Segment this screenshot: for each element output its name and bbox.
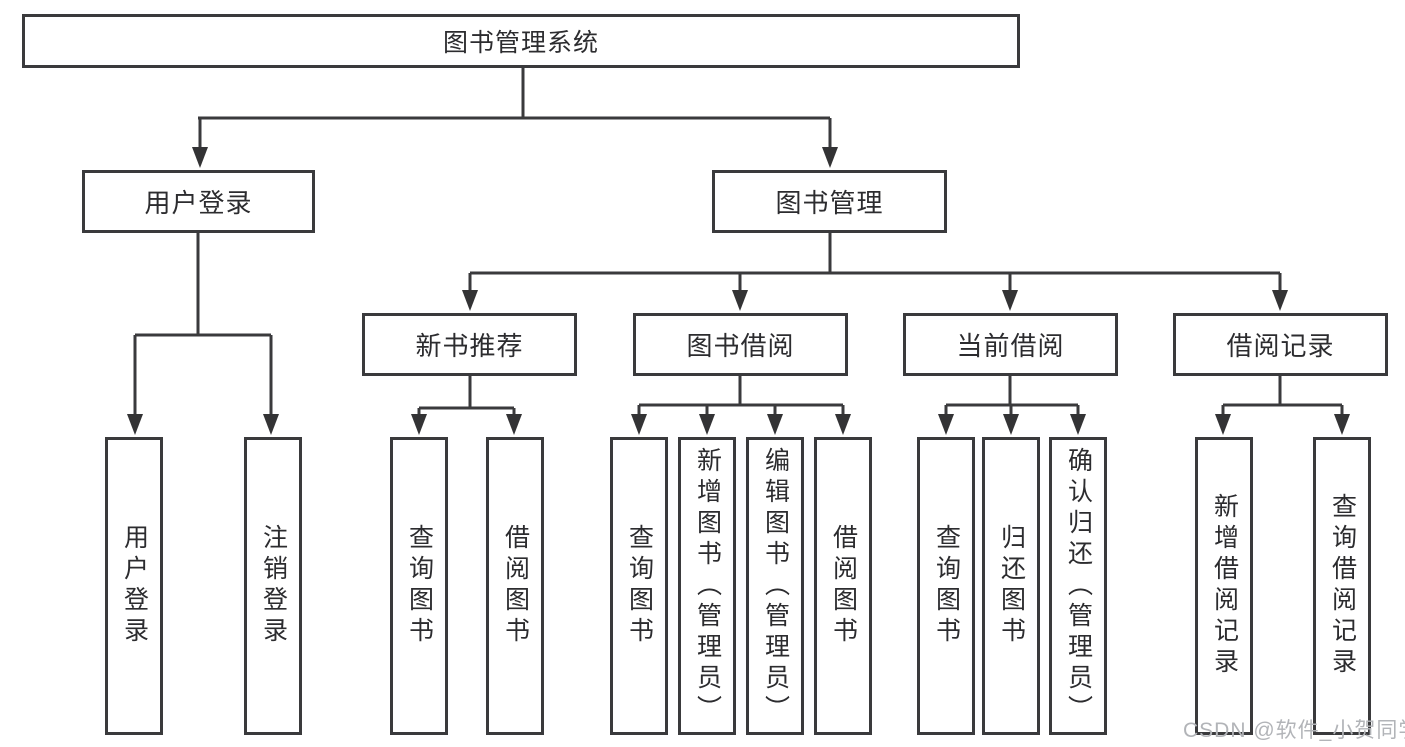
leaf-return-books-label: 归还图书 [997, 524, 1026, 648]
leaf-query-borrow-record: 查询借阅记录 [1313, 437, 1371, 735]
leaf-query-books-borrowing-label: 查询图书 [625, 524, 654, 648]
node-user-login: 用户登录 [82, 170, 315, 233]
node-book-management-label: 图书管理 [775, 188, 884, 218]
leaf-borrow-books-label: 借阅图书 [829, 524, 858, 648]
leaf-logout: 注销登录 [244, 437, 302, 735]
leaf-borrow-books: 借阅图书 [814, 437, 872, 735]
node-book-management: 图书管理 [712, 170, 947, 233]
node-borrowing-records-label: 借阅记录 [1226, 331, 1335, 361]
leaf-logout-label: 注销登录 [259, 524, 288, 648]
leaf-query-borrow-record-label: 查询借阅记录 [1328, 493, 1357, 679]
leaf-return-books: 归还图书 [982, 437, 1040, 735]
leaf-query-books-recommend: 查询图书 [390, 437, 448, 735]
node-user-login-label: 用户登录 [144, 188, 253, 218]
leaf-confirm-return-admin: 确认归还（管理员） [1049, 437, 1107, 735]
node-book-borrowing: 图书借阅 [633, 313, 848, 376]
node-current-borrowing: 当前借阅 [903, 313, 1118, 376]
leaf-add-borrow-record: 新增借阅记录 [1195, 437, 1253, 735]
node-new-book-recommendation-label: 新书推荐 [415, 331, 524, 361]
node-current-borrowing-label: 当前借阅 [956, 331, 1065, 361]
node-book-borrowing-label: 图书借阅 [686, 331, 795, 361]
leaf-add-books-admin: 新增图书（管理员） [678, 437, 736, 735]
leaf-user-login-label: 用户登录 [120, 524, 149, 648]
leaf-add-borrow-record-label: 新增借阅记录 [1210, 493, 1239, 679]
leaf-user-login: 用户登录 [105, 437, 163, 735]
node-library-management-system: 图书管理系统 [22, 14, 1020, 68]
node-library-management-system-label: 图书管理系统 [442, 29, 599, 57]
node-borrowing-records: 借阅记录 [1173, 313, 1388, 376]
leaf-query-books-recommend-label: 查询图书 [405, 524, 434, 648]
leaf-query-books-current-label: 查询图书 [932, 524, 961, 648]
leaf-query-books-borrowing: 查询图书 [610, 437, 668, 735]
leaf-add-books-admin-label: 新增图书（管理员） [693, 446, 722, 726]
leaf-confirm-return-admin-label: 确认归还（管理员） [1064, 446, 1093, 726]
leaf-borrow-books-recommend-label: 借阅图书 [501, 524, 530, 648]
leaf-edit-books-admin-label: 编辑图书（管理员） [761, 446, 790, 726]
leaf-borrow-books-recommend: 借阅图书 [486, 437, 544, 735]
watermark: CSDN @软件_小贺同学 [1183, 719, 1405, 742]
leaf-edit-books-admin: 编辑图书（管理员） [746, 437, 804, 735]
leaf-query-books-current: 查询图书 [917, 437, 975, 735]
node-new-book-recommendation: 新书推荐 [362, 313, 577, 376]
